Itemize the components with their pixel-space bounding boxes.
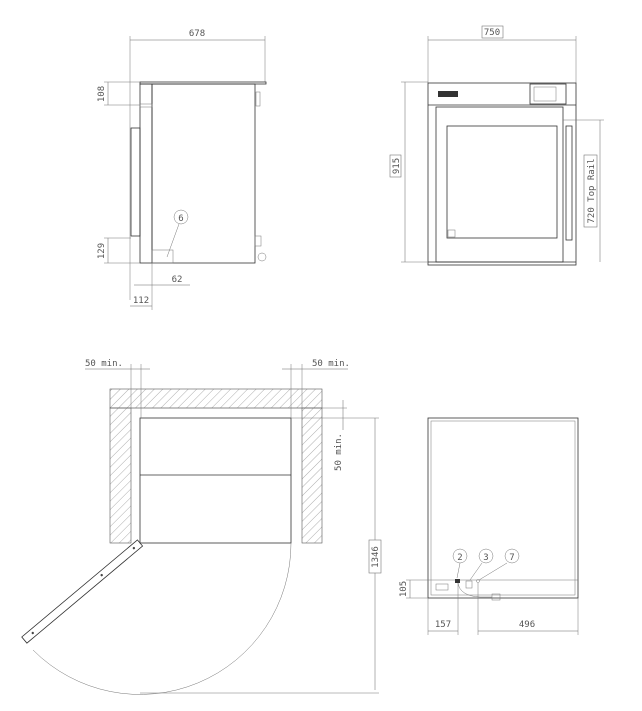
rear-view: 2 3 7 105 157 496: [399, 417, 579, 635]
open-door: [21, 539, 144, 644]
door-swing-arc: [32, 542, 292, 695]
clearance-right-label: 50 min.: [312, 359, 350, 369]
offset-112-label: 112: [133, 296, 149, 306]
power-cord: [457, 582, 492, 598]
door-swing-depth-label: 1346: [371, 546, 381, 568]
front-handle: [565, 125, 573, 241]
component-box: [151, 249, 174, 264]
brand-logo: [438, 91, 458, 97]
top-height-label: 108: [97, 86, 107, 102]
offset-496-label: 496: [519, 620, 535, 630]
offset-62-label: 62: [172, 275, 183, 285]
rear-wall: [109, 388, 323, 409]
door-handle: [130, 127, 141, 237]
display-screen: [533, 86, 557, 102]
callout-6-circle: [173, 209, 189, 225]
front-door: [435, 106, 564, 263]
height-105-label: 105: [399, 581, 409, 597]
right-wall: [301, 407, 323, 544]
callout-3: 3: [483, 553, 488, 563]
bottom-height-label: 129: [97, 243, 107, 259]
left-wall: [109, 407, 132, 544]
offset-157-label: 157: [435, 620, 451, 630]
rear-label-plate: [435, 583, 449, 591]
connector-7: [476, 579, 480, 583]
front-cabinet: [427, 82, 577, 266]
vent: [255, 91, 261, 107]
top-rail-label: 720 Top Rail: [587, 158, 597, 223]
callout-2: 2: [457, 553, 462, 563]
caster-wheel: [257, 252, 267, 262]
plan-view: 50 min. 50 min. 50 min. 1346: [21, 359, 382, 695]
connector-3: [465, 580, 473, 589]
height-label: 915: [392, 158, 402, 174]
side-view: 678 6 108 129 62 112: [97, 29, 267, 310]
width-label: 750: [484, 28, 500, 38]
depth-label: 678: [189, 29, 205, 39]
connector-2: [455, 579, 460, 583]
clearance-left-label: 50 min.: [85, 359, 123, 369]
front-view: 750 915 720 Top Rail: [389, 25, 604, 266]
clearance-rear-label: 50 min.: [334, 433, 344, 471]
power-plug: [491, 593, 501, 601]
door-window: [446, 125, 558, 239]
control-panel: [529, 83, 567, 105]
callout-7: 7: [509, 553, 514, 563]
door-profile: [139, 83, 153, 264]
rear-panel: [427, 417, 579, 599]
callout-6: 6: [178, 214, 183, 224]
cabinet-plan: [139, 417, 292, 544]
cabinet-body: [151, 83, 256, 264]
